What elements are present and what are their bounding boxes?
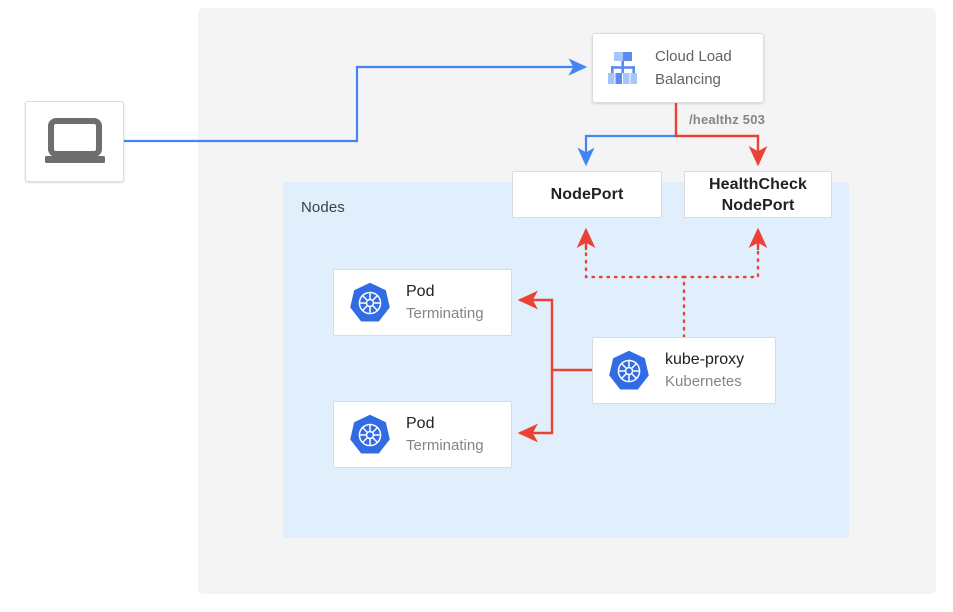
kube-proxy-title: kube-proxy	[665, 350, 745, 368]
pod-box-1[interactable]: Pod Terminating	[333, 269, 512, 336]
edge-kubeproxy-programs-healthcheck	[682, 230, 760, 279]
cloud-load-balancing-label: Cloud Load Balancing	[655, 45, 732, 91]
pod-title-1: Pod	[406, 282, 435, 300]
cloud-load-balancing-label-line2: Balancing	[655, 71, 721, 88]
healthz-edge-label: /healthz 503	[689, 112, 766, 127]
pod-box-2[interactable]: Pod Terminating	[333, 401, 512, 468]
nodes-region-label: Nodes	[301, 199, 345, 216]
cloud-load-balancing-label-line1: Cloud Load	[655, 48, 732, 65]
edge-kubeproxy-to-pod-2	[517, 370, 554, 443]
laptop-icon	[44, 117, 105, 163]
kube-proxy-text: kube-proxy Kubernetes	[665, 349, 744, 393]
kube-proxy-subtitle: Kubernetes	[665, 372, 742, 390]
nodeport-label: NodePort	[550, 186, 624, 203]
pod-text-1: Pod Terminating	[406, 281, 484, 325]
healthcheck-nodeport-box[interactable]: HealthCheck NodePort	[684, 171, 832, 218]
edge-load-balancer-to-nodeport	[577, 134, 676, 167]
pod-subtitle-1: Terminating	[406, 304, 484, 322]
edge-kubeproxy-programs-nodeports	[584, 230, 686, 339]
kube-proxy-box[interactable]: kube-proxy Kubernetes	[592, 337, 776, 404]
kubernetes-icon	[350, 282, 390, 321]
pod-text-2: Pod Terminating	[406, 413, 484, 457]
healthcheck-nodeport-label-line1: HealthCheck	[708, 175, 808, 193]
healthcheck-nodeport-label-line2: NodePort	[721, 196, 795, 214]
edge-client-to-load-balancer	[124, 58, 588, 143]
edge-healthz-to-healthcheck-nodeport	[674, 103, 768, 167]
cloud-load-balancing-box[interactable]: Cloud Load Balancing	[592, 33, 764, 103]
healthcheck-nodeport-label: HealthCheck NodePort	[709, 174, 807, 216]
edge-kubeproxy-to-pod-1	[517, 290, 592, 372]
kubernetes-icon	[609, 350, 649, 389]
nodeport-box[interactable]: NodePort	[512, 171, 662, 218]
cloud-load-balancing-icon	[608, 52, 637, 84]
pod-title-2: Pod	[406, 414, 435, 432]
pod-subtitle-2: Terminating	[406, 436, 484, 454]
kubernetes-icon	[350, 414, 390, 453]
client-device-box[interactable]	[25, 101, 124, 182]
